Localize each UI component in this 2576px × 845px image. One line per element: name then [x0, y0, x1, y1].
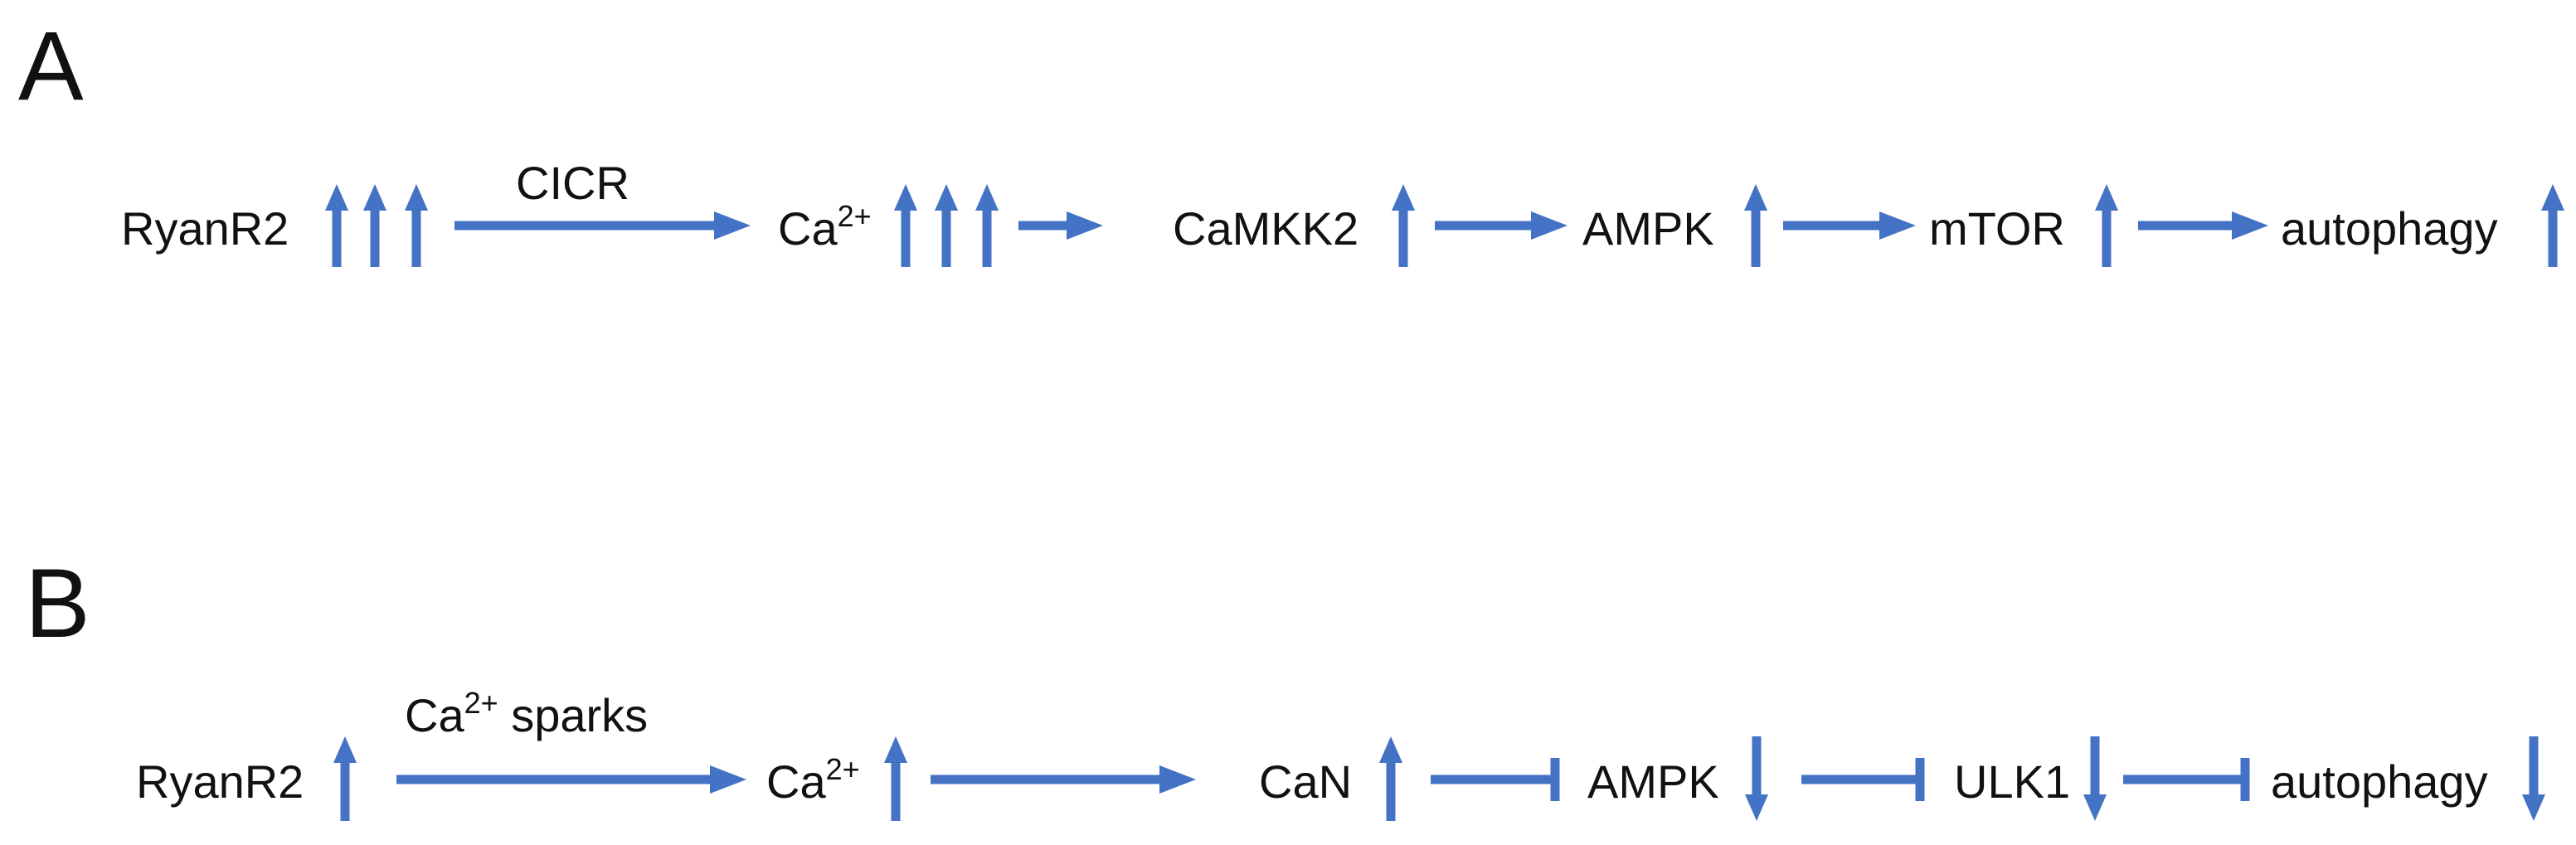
node-can-b: CaN — [1259, 755, 1352, 808]
activation-edge-b-1 — [931, 765, 1196, 794]
trend-arrow-up-a-0-1 — [363, 184, 386, 267]
inhibition-edge-b-2 — [1431, 758, 1560, 801]
activation-edge-b-0 — [396, 765, 746, 794]
activation-edge-a-2 — [1435, 211, 1567, 240]
inhibition-edge-b-3 — [1801, 758, 1925, 801]
node-ampk-b: AMPK — [1587, 755, 1719, 808]
node-ca-a: Ca2+ — [778, 199, 872, 255]
trend-arrow-up-a-1-1 — [935, 184, 958, 267]
trend-arrow-up-a-0-2 — [405, 184, 428, 267]
trend-arrow-up-a-0-0 — [325, 184, 348, 267]
trend-arrow-up-a-4-0 — [2095, 184, 2118, 267]
activation-edge-a-3 — [1783, 211, 1916, 240]
panel-b-letter: B — [25, 549, 90, 658]
trend-arrow-down-b-4-0 — [2083, 736, 2107, 821]
node-ampk-a: AMPK — [1582, 202, 1714, 255]
node-mtor-a: mTOR — [1929, 202, 2065, 255]
panel-a: RyanR2 Ca2+ CaMKK2 AMPK mTOR autophagy C… — [121, 157, 2498, 255]
trend-arrow-up-a-1-2 — [975, 184, 999, 267]
node-ca-b: Ca2+ — [766, 752, 860, 808]
node-ryanr2-a: RyanR2 — [121, 202, 289, 255]
node-autophagy-a: autophagy — [2281, 202, 2498, 255]
trend-arrow-up-a-5-0 — [2541, 184, 2564, 267]
panel-b: RyanR2 Ca2+ CaN AMPK ULK1 autophagy Ca2+… — [136, 686, 2488, 808]
panel-a-letter: A — [18, 12, 84, 121]
edge-label-ca-sparks: Ca2+ sparks — [405, 686, 648, 741]
trend-arrow-up-b-2-0 — [1379, 736, 1402, 821]
trend-arrow-up-a-1-0 — [894, 184, 917, 267]
trend-arrow-up-a-3-0 — [1744, 184, 1767, 267]
node-autophagy-b: autophagy — [2271, 755, 2488, 808]
node-camkk2-a: CaMKK2 — [1173, 202, 1358, 255]
activation-edge-a-1 — [1018, 211, 1103, 240]
trend-arrow-down-b-3-0 — [1745, 736, 1768, 821]
activation-edge-a-0 — [454, 211, 751, 240]
trend-arrow-up-b-1-0 — [884, 736, 907, 821]
trend-arrow-up-b-0-0 — [333, 736, 357, 821]
panel-a-marks — [325, 184, 2564, 267]
panel-b-marks — [333, 736, 2545, 821]
trend-arrow-down-b-5-0 — [2522, 736, 2545, 821]
edge-label-cicr: CICR — [516, 157, 629, 209]
inhibition-edge-b-4 — [2123, 758, 2250, 801]
activation-edge-a-4 — [2138, 211, 2268, 240]
trend-arrow-up-a-2-0 — [1392, 184, 1415, 267]
node-ryanr2-b: RyanR2 — [136, 755, 304, 808]
node-ulk1-b: ULK1 — [1954, 755, 2070, 808]
